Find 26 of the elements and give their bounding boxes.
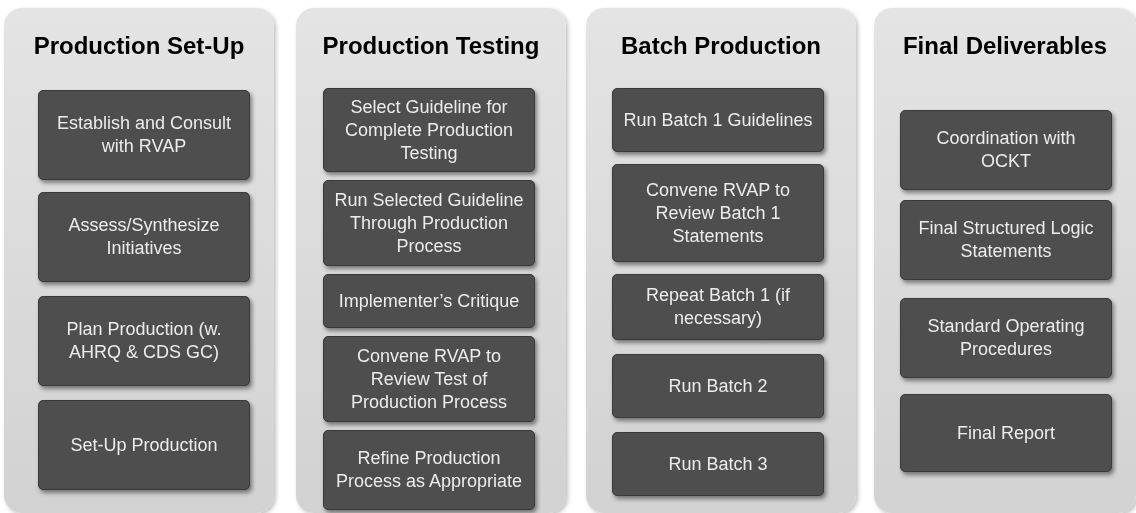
step-box: Set-Up Production	[38, 400, 250, 490]
stage-heading: Production Testing	[322, 32, 540, 60]
step-box: Convene RVAP to Review Test of Production Process	[323, 336, 535, 422]
step-box: Final Structured Logic Statements	[900, 200, 1112, 280]
step-box: Final Report	[900, 394, 1112, 472]
step-box: Run Selected Guideline Through Production Process	[323, 180, 535, 266]
stage-panel	[296, 8, 566, 513]
step-box: Convene RVAP to Review Batch 1 Statements	[612, 164, 824, 262]
stage-heading: Batch Production	[621, 32, 821, 60]
step-box: Standard Operating Procedures	[900, 298, 1112, 378]
stage-heading: Production Set-Up	[33, 32, 245, 60]
step-box: Establish and Consult with RVAP	[38, 90, 250, 180]
stage-panel	[874, 8, 1136, 513]
step-box: Repeat Batch 1 (if necessary)	[612, 274, 824, 340]
step-box: Coordination with OCKT	[900, 110, 1112, 190]
step-box: Run Batch 1 Guidelines	[612, 88, 824, 152]
stage-panel	[4, 8, 274, 513]
step-box: Assess/Synthesize Initiatives	[38, 192, 250, 282]
step-box: Implementer’s Critique	[323, 274, 535, 328]
stage-heading: Final Deliverables	[902, 32, 1108, 60]
step-box: Plan Production (w. AHRQ & CDS GC)	[38, 296, 250, 386]
step-box: Run Batch 2	[612, 354, 824, 418]
step-box: Run Batch 3	[612, 432, 824, 496]
step-box: Select Guideline for Complete Production Testing	[323, 88, 535, 172]
step-box: Refine Production Process as Appropriate	[323, 430, 535, 510]
stage-panel	[586, 8, 856, 513]
